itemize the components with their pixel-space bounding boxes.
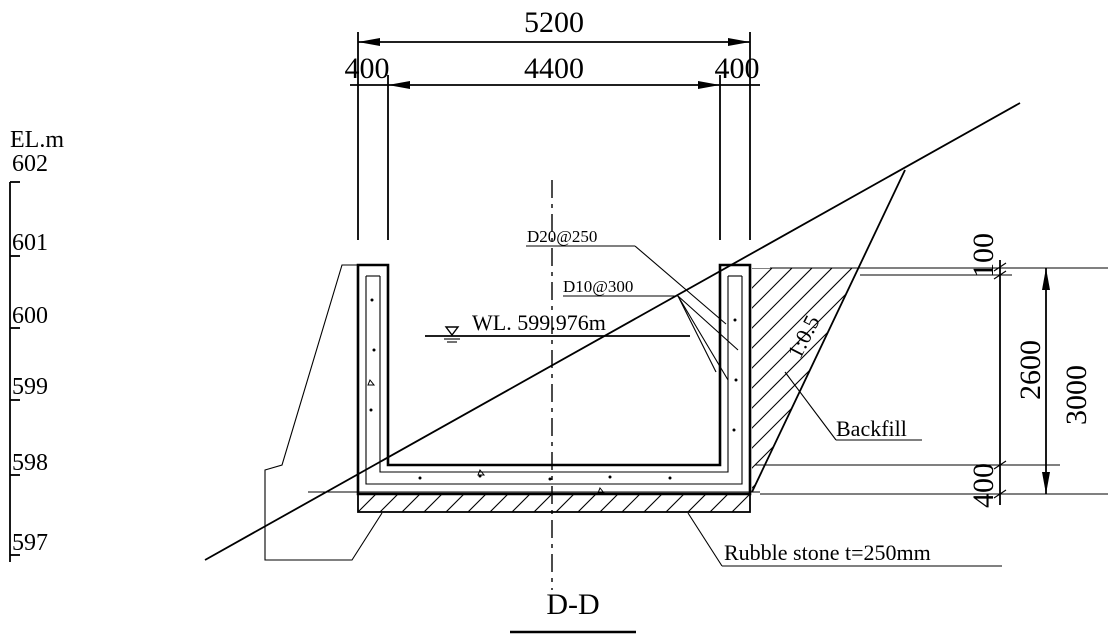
axis-tick-600: 600 — [12, 303, 48, 329]
dim-overall-width: 5200 — [524, 6, 584, 39]
axis-tick-597: 597 — [12, 530, 48, 556]
backfill-hatch — [752, 268, 858, 492]
water-level-label: WL. 599.976m — [472, 310, 606, 335]
right-dimensions: 100 2600 3000 400 — [755, 233, 1108, 508]
dim-freeboard: 100 — [967, 233, 1000, 278]
rebar-dist-label: D10@300 — [563, 277, 633, 296]
elevation-axis: EL.m 602 601 600 599 598 597 — [9, 127, 64, 562]
backfill-label: Backfill — [836, 416, 907, 441]
u-channel — [356, 263, 752, 496]
rubble-label: Rubble stone t=250mm — [724, 540, 931, 565]
section-title-text: D-D — [546, 588, 599, 621]
excavation-outline — [264, 264, 383, 561]
water-level: WL. 599.976m — [425, 310, 690, 343]
dim-base-thickness: 400 — [967, 463, 1000, 508]
axis-tick-602: 602 — [12, 151, 48, 177]
axis-unit-label: EL.m — [10, 127, 64, 153]
dim-inner-width: 4400 — [524, 52, 584, 85]
dim-total-height: 3000 — [1060, 365, 1093, 425]
axis-tick-601: 601 — [12, 230, 48, 256]
slope-label: 1:0.5 — [782, 311, 825, 362]
rebar-main-label: D20@250 — [527, 227, 597, 246]
backfill-callout: Backfill — [784, 371, 922, 441]
axis-tick-598: 598 — [12, 450, 48, 476]
top-dimensions: 5200 4400 400 400 — [345, 6, 760, 240]
dim-wall-height: 2600 — [1014, 340, 1047, 400]
dim-wall-left: 400 — [345, 52, 390, 85]
rubble-callout: Rubble stone t=250mm — [687, 512, 1002, 567]
section-title: D-D — [510, 588, 636, 634]
dim-wall-right: 400 — [715, 52, 760, 85]
ground-line — [204, 102, 1021, 561]
rebar-leaders: D20@250 D10@300 — [526, 227, 739, 381]
concrete-speckle — [367, 298, 738, 494]
axis-tick-599: 599 — [12, 374, 48, 400]
